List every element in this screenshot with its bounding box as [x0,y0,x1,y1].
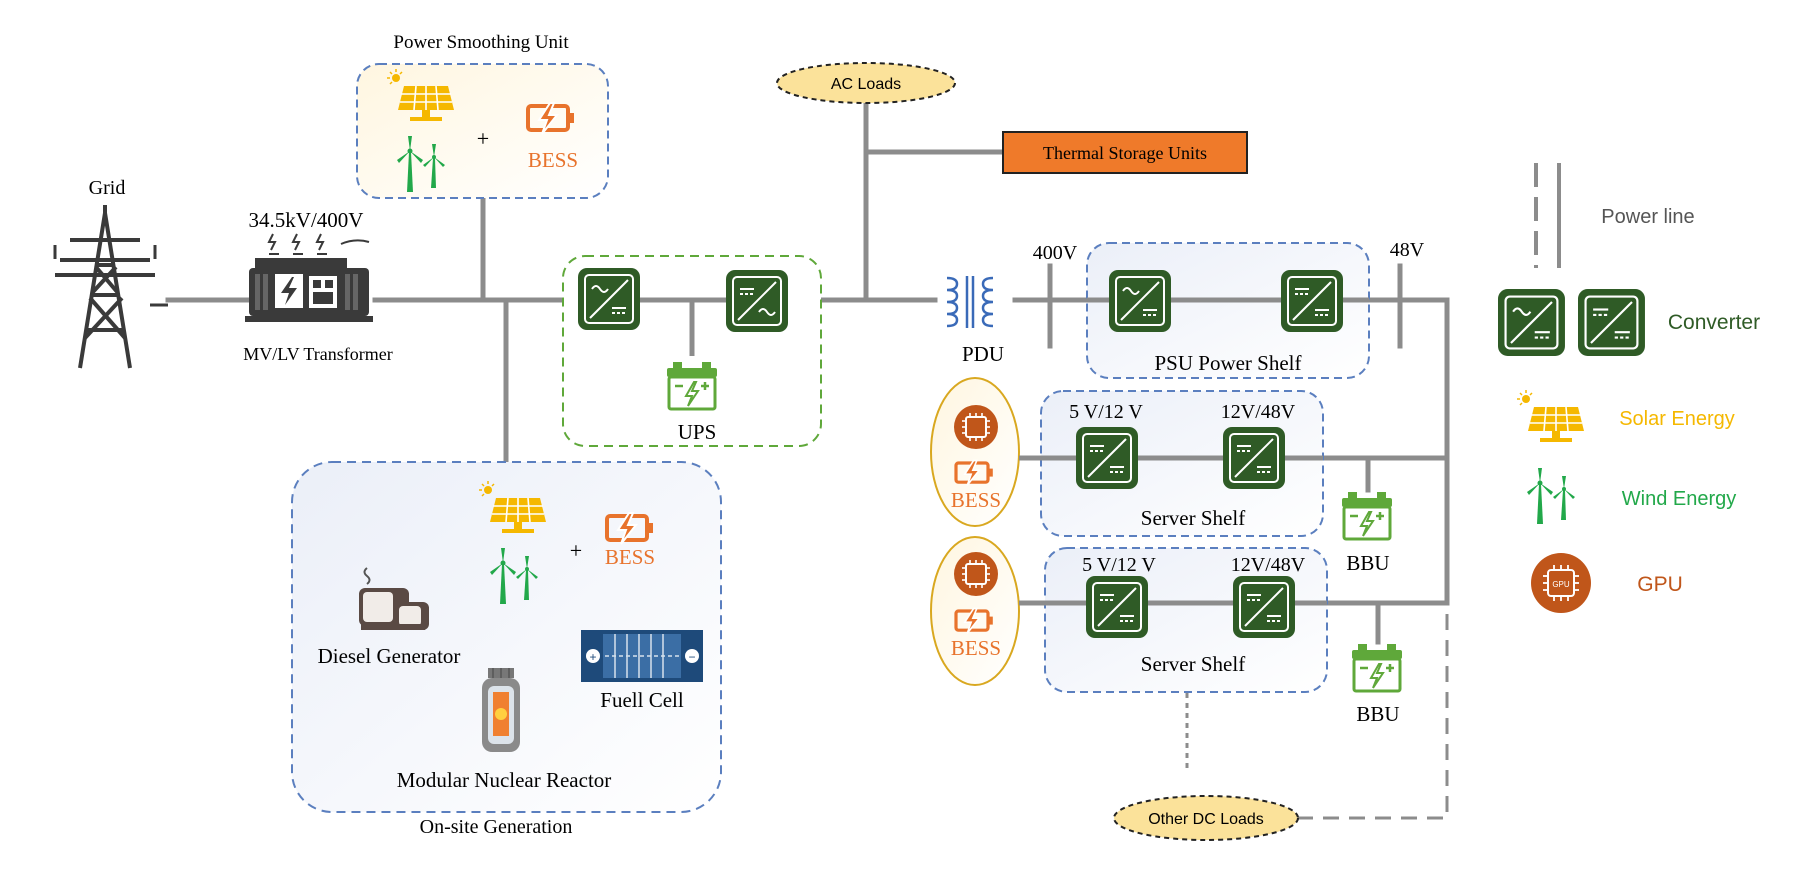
svg-text:GPU: GPU [1552,580,1570,589]
server-shelf-a-label: Server Shelf [1141,506,1245,530]
legend-solar-label: Solar Energy [1619,408,1735,430]
voltage-rating-label: 34.5kV/400V [249,208,364,232]
fuel-cell-icon: + − [581,630,703,682]
legend-converter-dc-dc-icon [1576,287,1647,358]
svg-text:−: − [688,650,695,664]
plus-sign: + [570,538,582,563]
gpu-bess-group-a [930,377,1020,527]
legend-wind-label: Wind Energy [1622,488,1737,510]
diesel-generator-icon [359,567,429,630]
pdu-transformer-icon [946,276,994,328]
voltage-400v-label: 400V [1033,242,1078,264]
ups-label: UPS [678,420,717,444]
bbu-a-label: BBU [1346,551,1389,575]
bbu-battery-icon [1340,490,1394,541]
ac-loads-label: AC Loads [831,76,901,93]
bess-label: BESS [951,488,1001,512]
onsite-generation-title: On-site Generation [420,816,573,838]
legend-gpu-icon: GPU [1531,553,1591,613]
legend-power-line-label: Power line [1601,206,1694,228]
gpu-chip-icon [953,551,999,597]
other-dc-loads-label: Other DC Loads [1148,811,1264,828]
bess-label: BESS [951,636,1001,660]
legend-solar-icon [1516,389,1585,443]
server-shelf-b-label: Server Shelf [1141,652,1245,676]
transformer-icon [245,233,373,322]
legend-converter-ac-dc-icon [1496,287,1567,358]
other-dc-loads-ellipse [1113,795,1299,841]
server-dc-dc-converter [1232,575,1296,639]
power-smoothing-unit-title: Power Smoothing Unit [393,32,569,53]
ups-rectifier-converter [577,267,641,331]
server-dc-dc-converter [1075,426,1139,490]
voltage-12v-48v-label: 12V/48V [1221,401,1296,423]
ups-inverter-converter [725,269,789,333]
ac-loads-ellipse [776,62,956,104]
thermal-storage-label: Thermal Storage Units [1043,143,1207,163]
server-dc-dc-converter [1085,575,1149,639]
grid-tower-icon [53,205,168,369]
fuel-cell-label: Fuell Cell [600,688,684,712]
server-dc-dc-converter [1222,426,1286,490]
legend-wind-icon [1527,468,1575,524]
legend: Power line Converter Solar Energy Wind E… [1496,163,1760,613]
bbu-battery-icon [1350,642,1404,693]
nuclear-reactor-icon [482,668,520,752]
nuclear-reactor-label: Modular Nuclear Reactor [397,768,612,792]
voltage-5v-12v-label: 5 V/12 V [1082,554,1156,576]
gpu-chip-icon [953,404,999,450]
pdu-label: PDU [962,342,1004,366]
thermal-storage-box [1002,131,1248,174]
grid-label: Grid [89,177,126,199]
svg-text:+: + [589,650,596,664]
voltage-48v-label: 48V [1390,239,1425,261]
legend-converter-label: Converter [1668,311,1760,334]
bess-label: BESS [528,148,578,172]
transformer-label: MV/LV Transformer [243,344,393,364]
psu-ac-dc-converter [1108,269,1172,333]
dashed-dc-link [1297,603,1449,820]
plus-sign: + [477,126,489,151]
voltage-5v-12v-label: 5 V/12 V [1069,401,1143,423]
diesel-generator-label: Diesel Generator [318,644,461,668]
bess-label: BESS [605,545,655,569]
psu-dc-dc-converter [1280,269,1344,333]
ups-battery-icon [665,360,719,411]
onsite-generation-box [291,461,722,813]
voltage-12v-48v-label: 12V/48V [1231,554,1306,576]
psu-power-shelf-label: PSU Power Shelf [1154,351,1301,375]
legend-power-line-swatch [1534,163,1561,268]
bbu-b-label: BBU [1356,702,1399,726]
legend-gpu-label: GPU [1637,573,1683,596]
